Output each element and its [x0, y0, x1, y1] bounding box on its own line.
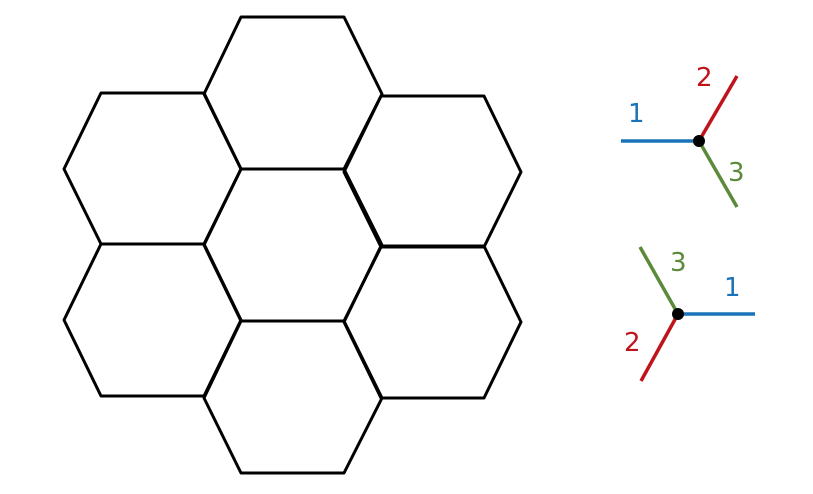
vertex-a-label-2: 2	[696, 63, 713, 93]
vertex-b-node	[672, 308, 684, 320]
vertex-a-edge-2	[697, 75, 739, 142]
vertex-a-node	[693, 135, 705, 147]
vertex-a-label-3: 3	[728, 158, 745, 188]
vertex-a-edge-3	[697, 140, 739, 208]
vertex-b-edge-3	[638, 246, 680, 315]
vertex-b-label-3: 3	[670, 248, 687, 278]
vertex-b-edge-2	[639, 313, 680, 382]
vertex-type-a: 1 2 3	[621, 63, 745, 208]
vertex-type-b: 1 2 3	[624, 246, 755, 382]
hex-cell-bottom	[202, 319, 384, 475]
vertex-b-label-2: 2	[624, 328, 641, 358]
vertex-b-label-1: 1	[724, 273, 741, 303]
vertex-a-label-1: 1	[628, 99, 645, 129]
hex-lattice	[62, 15, 523, 475]
